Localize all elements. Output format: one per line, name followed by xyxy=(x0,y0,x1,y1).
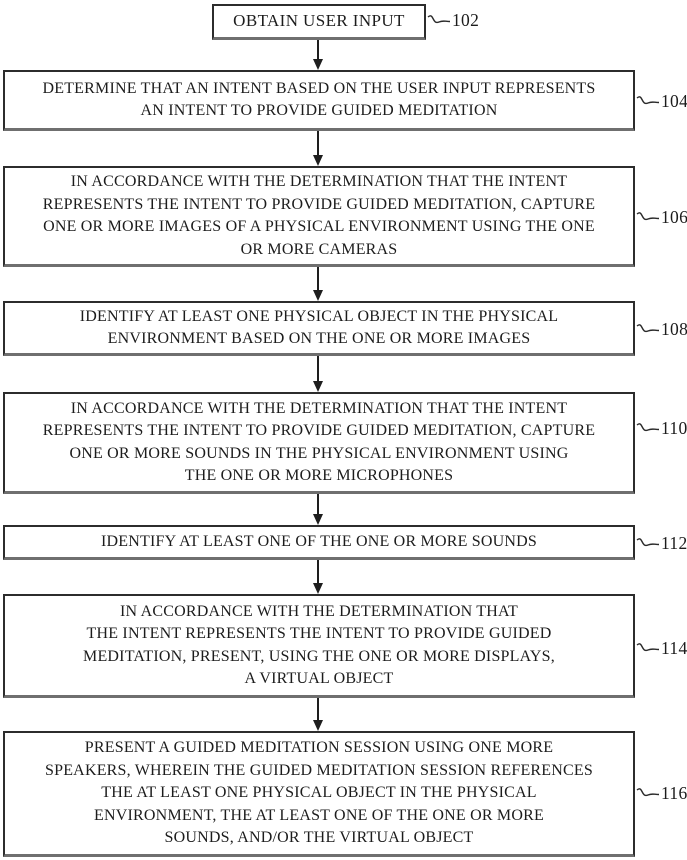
arrow-down-108-110 xyxy=(312,356,324,392)
arrow-line xyxy=(317,494,319,514)
arrow-head-icon xyxy=(313,155,323,166)
arrow-down-114-116 xyxy=(312,698,324,731)
reference-callout-116: 116 xyxy=(636,782,687,804)
reference-label: 112 xyxy=(661,532,687,553)
reference-label: 104 xyxy=(661,90,687,111)
lead-line-squiggle-icon xyxy=(427,15,451,24)
arrow-line xyxy=(317,560,319,583)
step-112-text: IDENTIFY AT LEAST ONE OF THE ONE OR MORE… xyxy=(101,532,537,550)
flowchart-step-104: DETERMINE THAT AN INTENT BASED ON THE US… xyxy=(3,70,635,131)
step-102-text: OBTAIN USER INPUT xyxy=(233,11,405,31)
step-116-text: PRESENT A GUIDED MEDITATION SESSION USIN… xyxy=(45,739,593,847)
arrow-down-104-106 xyxy=(312,131,324,166)
arrow-line xyxy=(317,698,319,720)
reference-label: 102 xyxy=(452,9,480,30)
step-110-text: IN ACCORDANCE WITH THE DETERMINATION THA… xyxy=(42,399,596,485)
arrow-head-icon xyxy=(313,59,323,70)
lead-line-squiggle-icon xyxy=(636,96,660,105)
reference-callout-110: 110 xyxy=(636,417,687,439)
arrow-down-106-108 xyxy=(312,267,324,301)
arrow-head-icon xyxy=(313,290,323,301)
arrow-line xyxy=(317,40,319,59)
reference-label: 110 xyxy=(661,417,687,438)
arrow-down-102-104 xyxy=(312,40,324,70)
lead-line-squiggle-icon xyxy=(636,324,660,333)
lead-line-squiggle-icon xyxy=(636,212,660,221)
reference-callout-102: 102 xyxy=(427,9,479,31)
flowchart-step-106: IN ACCORDANCE WITH THE DETERMINATION THA… xyxy=(3,166,635,267)
step-104-text: DETERMINE THAT AN INTENT BASED ON THE US… xyxy=(42,79,596,120)
flowchart-step-112: IDENTIFY AT LEAST ONE OF THE ONE OR MORE… xyxy=(3,525,635,560)
arrow-line xyxy=(317,131,319,155)
reference-label: 106 xyxy=(661,206,687,227)
lead-line-squiggle-icon xyxy=(636,643,660,652)
flowchart-step-116: PRESENT A GUIDED MEDITATION SESSION USIN… xyxy=(3,731,635,857)
reference-callout-104: 104 xyxy=(636,90,687,112)
reference-callout-108: 108 xyxy=(636,318,687,340)
flowchart-step-110: IN ACCORDANCE WITH THE DETERMINATION THA… xyxy=(3,392,635,494)
flowchart-step-114: IN ACCORDANCE WITH THE DETERMINATION THA… xyxy=(3,594,635,698)
lead-line-squiggle-icon xyxy=(636,788,660,797)
reference-label: 114 xyxy=(661,637,687,658)
arrow-line xyxy=(317,356,319,381)
arrow-line xyxy=(317,267,319,290)
reference-label: 116 xyxy=(661,782,687,803)
arrow-down-110-112 xyxy=(312,494,324,525)
reference-callout-112: 112 xyxy=(636,532,687,554)
arrow-head-icon xyxy=(313,381,323,392)
lead-line-squiggle-icon xyxy=(636,538,660,547)
reference-label: 108 xyxy=(661,318,687,339)
flowchart-step-102: OBTAIN USER INPUT xyxy=(212,4,426,40)
arrow-head-icon xyxy=(313,514,323,525)
arrow-down-112-114 xyxy=(312,560,324,594)
arrow-head-icon xyxy=(313,583,323,594)
arrow-head-icon xyxy=(313,720,323,731)
flowchart-step-108: IDENTIFY AT LEAST ONE PHYSICAL OBJECT IN… xyxy=(3,301,635,356)
step-106-text: IN ACCORDANCE WITH THE DETERMINATION THA… xyxy=(42,173,596,258)
step-108-text: IDENTIFY AT LEAST ONE PHYSICAL OBJECT IN… xyxy=(79,307,559,348)
reference-callout-106: 106 xyxy=(636,206,687,228)
step-114-text: IN ACCORDANCE WITH THE DETERMINATION THA… xyxy=(83,602,555,688)
reference-callout-114: 114 xyxy=(636,637,687,659)
lead-line-squiggle-icon xyxy=(636,423,660,432)
